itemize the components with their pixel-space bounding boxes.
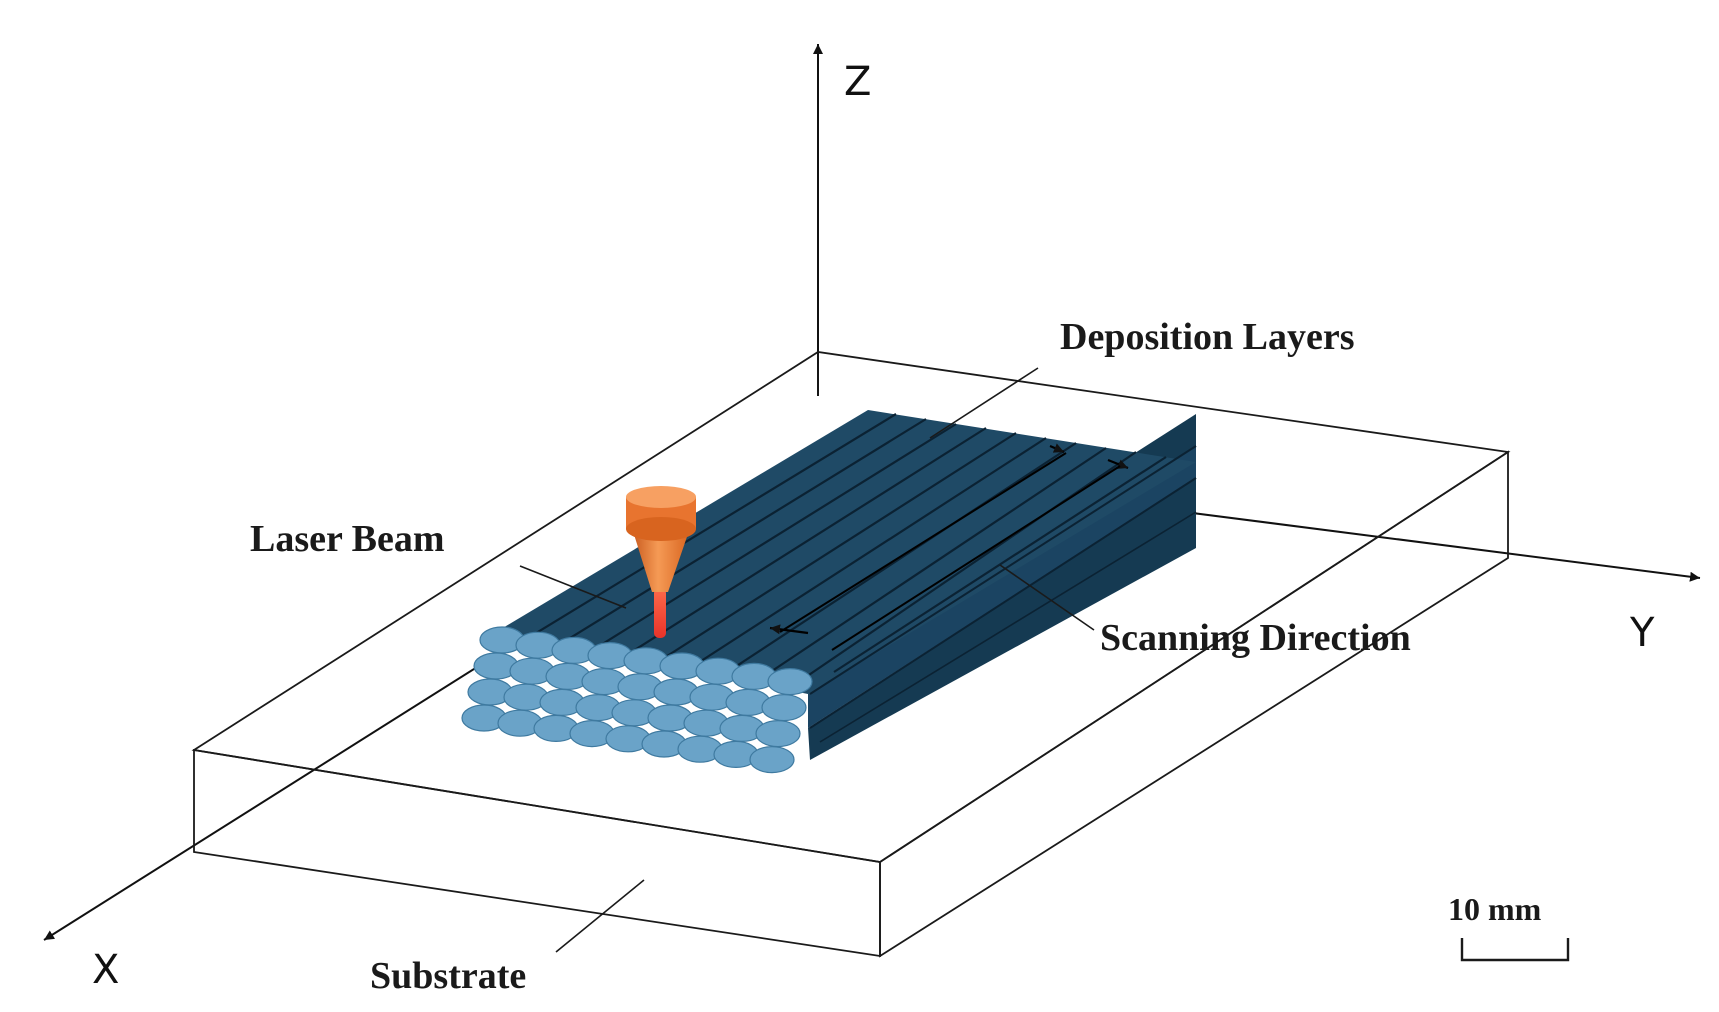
y-axis — [1129, 504, 1701, 582]
bead-end — [761, 693, 807, 722]
nozzle-cone — [632, 528, 690, 592]
z-axis-label: Z — [844, 59, 871, 105]
substrate-right-face — [879, 450, 1509, 958]
bead-end — [755, 719, 801, 748]
beam — [654, 588, 666, 638]
laser-beam-leader — [519, 565, 627, 609]
deposition-layers-leader — [929, 367, 1039, 439]
laser-head — [626, 486, 696, 638]
bead-end — [767, 667, 813, 696]
scale-bar-label: 10 mm — [1448, 891, 1542, 927]
callouts: Deposition Layers Laser Beam Scanning Di… — [250, 316, 1411, 997]
scan-direction-arrows — [769, 443, 1129, 651]
scale-bar-line — [1460, 938, 1570, 962]
laser-beam-label: Laser Beam — [250, 518, 445, 560]
scale-bar: 10 mm — [1448, 891, 1570, 962]
bead-ends — [461, 626, 813, 774]
deposition-layers-label: Deposition Layers — [1060, 316, 1355, 358]
deposition-stack — [461, 410, 1197, 774]
x-axis-label: X — [92, 947, 119, 993]
bead-end — [749, 745, 795, 774]
substrate-label: Substrate — [370, 955, 526, 997]
scanning-direction-label: Scanning Direction — [1100, 617, 1411, 659]
substrate-block — [191, 351, 1511, 958]
y-axis-label: Y — [1629, 610, 1655, 656]
coordinate-axes: Z Y X — [43, 44, 1701, 993]
substrate-leader — [555, 879, 645, 953]
scanning-direction-leader — [999, 564, 1095, 631]
x-axis — [43, 639, 521, 941]
